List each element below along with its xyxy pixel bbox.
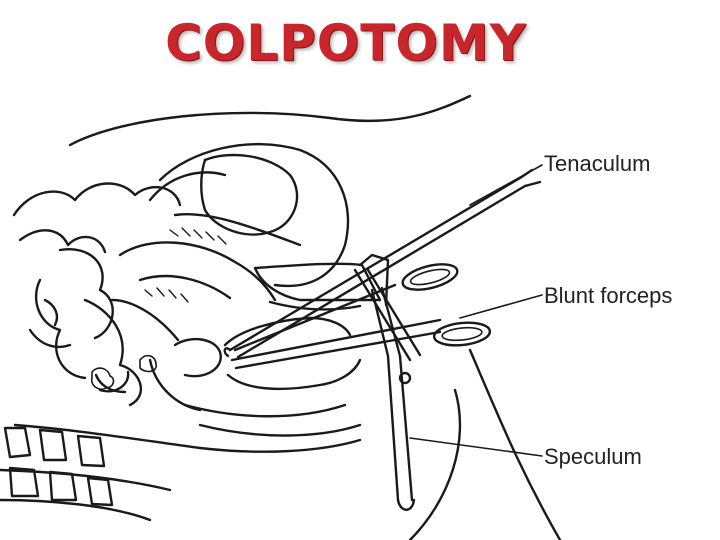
blunt-forceps-instrument [230, 263, 492, 370]
back-outline [468, 348, 562, 540]
perineum [183, 403, 347, 418]
speculum-leader-line [409, 437, 543, 457]
bowel-loops [12, 182, 182, 217]
sacral-vertebrae [3, 426, 114, 507]
label-tenaculum: Tenaculum [544, 151, 651, 176]
label-speculum: Speculum [544, 444, 642, 469]
buttock-outline [408, 388, 462, 540]
blunt-forceps-leader-line [459, 294, 543, 319]
tenaculum-leader-line [469, 164, 543, 206]
abdominal-wall-outline [68, 94, 472, 147]
cervix [173, 337, 222, 378]
slide-title: COLPOTOMY [165, 14, 527, 72]
uterus [203, 153, 299, 236]
bladder-fold [158, 143, 350, 288]
speculum-instrument [253, 253, 422, 511]
label-blunt-forceps: Blunt forceps [544, 283, 673, 308]
